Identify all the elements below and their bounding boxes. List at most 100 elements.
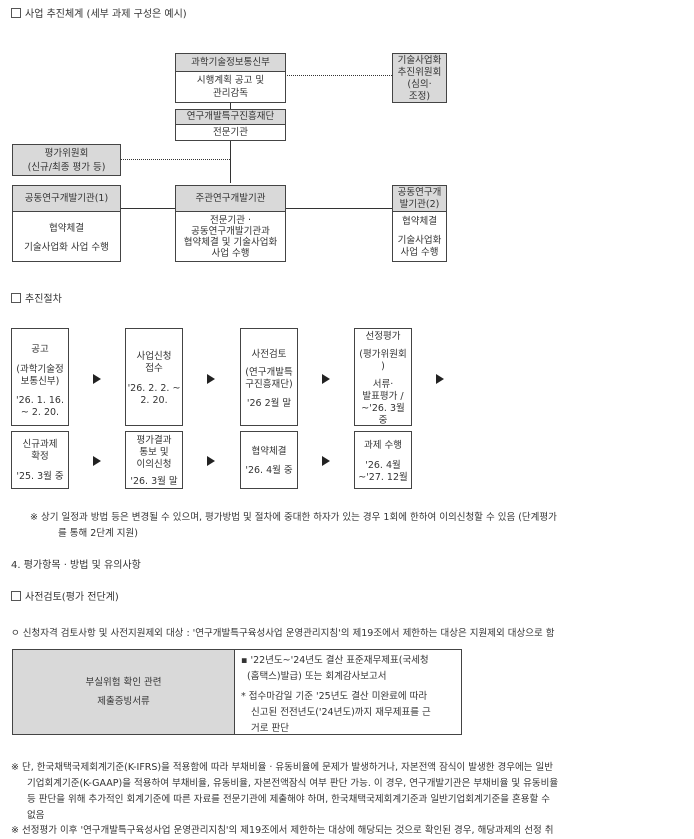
- tech-commercialization-committee-box: 기술사업화 추진위원회 (심의· 조정): [392, 53, 447, 103]
- arrow-right-icon: [93, 374, 101, 384]
- step4-line3: ): [381, 361, 385, 372]
- step4-line2: (평가위원회: [359, 349, 407, 360]
- step6-line3: 이의신청: [136, 459, 172, 470]
- step8-line1: 과제 수행: [364, 440, 402, 451]
- table-bullet2-line1: * 접수마감일 기준 '25년도 결산 미완료에 따라: [241, 691, 428, 702]
- step3-line2: (연구개발특: [245, 367, 293, 378]
- lead-line4: 사업 수행: [211, 248, 250, 259]
- arrow-right-icon: [93, 456, 101, 466]
- kifrs-note-line2: 기업회계기준(K-GAAP)을 적용하여 부채비율, 유동비율, 자본전액잠식 …: [27, 778, 559, 789]
- step5-line2: 확정: [31, 451, 49, 462]
- joint2-name-line2: 발기관(2): [399, 199, 440, 210]
- joint1-line2: 기술사업화 사업 수행: [24, 242, 109, 253]
- table-label-line1: 부실위험 확인 관련: [85, 677, 162, 688]
- evaluation-committee-box: 평가위원회 (신규/최종 평가 등): [12, 144, 121, 176]
- step6-line1: 평가결과: [136, 435, 172, 446]
- connector-lead-joint2: [286, 208, 393, 209]
- table-bullet1-line1: ▪ '22년도~'24년도 결산 표준재무제표(국세청: [241, 655, 429, 666]
- step7-line1: 협약체결: [251, 446, 287, 457]
- precheck-title-text: 사전검토(평가 전단계): [25, 592, 119, 603]
- step-agreement: 협약체결 '26. 4월 중: [240, 431, 298, 489]
- joint2-line3: 사업 수행: [400, 247, 439, 258]
- step-application: 사업신청 접수 '26. 2. 2. ~ 2. 20.: [125, 328, 183, 426]
- kifrs-note-line1: ※ 단, 한국채택국제회계기준(K-IFRS)을 적용함에 따라 부채비율 · …: [11, 762, 554, 773]
- msit-header: 과학기술정보통신부: [176, 54, 285, 72]
- step3-line4: '26 2월 말: [246, 398, 292, 409]
- committee-line4: 조정): [408, 91, 431, 102]
- step1-line3: 보통신부): [20, 376, 60, 387]
- agency-header: 연구개발특구진흥재단: [176, 110, 285, 125]
- eval-committee-line1: 평가위원회: [44, 148, 89, 159]
- step1-line1: 공고: [31, 344, 49, 355]
- step1-line2: (과학기술정: [16, 364, 64, 375]
- arrow-right-icon: [322, 374, 330, 384]
- evidence-table-label-cell: 부실위험 확인 관련 제출증빙서류: [13, 650, 235, 734]
- lead-line1: 전문기관 ·: [210, 215, 251, 226]
- connector-joint1-lead: [121, 208, 176, 209]
- step5-line1: 신규과제: [22, 439, 58, 450]
- arrow-right-icon: [207, 374, 215, 384]
- precheck-section-title: 사전검토(평가 전단계): [11, 588, 119, 603]
- connector-msit-committee: [285, 75, 392, 76]
- agency-box: 연구개발특구진흥재단 전문기관: [175, 109, 286, 141]
- structure-title-text: 사업 추진체계 (세부 과제 구성은 예시): [25, 9, 187, 20]
- lead-line3: 협약체결 및 기술사업화: [183, 237, 278, 248]
- evidence-table-content-cell: ▪ '22년도~'24년도 결산 표준재무제표(국세청 (홈택스)발급) 또는 …: [241, 653, 431, 737]
- joint2-line2: 기술사업화: [397, 235, 442, 246]
- joint2-line1: 협약체결: [402, 216, 437, 227]
- joint-institution-2-box: 공동연구개 발기관(2) 협약체결 기술사업화 사업 수행: [392, 185, 447, 262]
- kifrs-note: ※ 단, 한국채택국제회계기준(K-IFRS)을 적용함에 따라 부채비율 · …: [11, 760, 558, 824]
- step-project-execution: 과제 수행 '26. 4월 ~'27. 12월: [354, 431, 412, 489]
- step6-line2: 통보 및: [139, 447, 169, 458]
- connector-eval-committee: [121, 159, 230, 160]
- table-label-line2: 제출증빙서류: [97, 696, 150, 707]
- committee-line1: 기술사업화: [397, 55, 442, 66]
- table-bullet2-line3: 거로 판단: [251, 723, 289, 734]
- joint2-header: 공동연구개 발기관(2): [393, 186, 446, 212]
- step3-line1: 사전검토: [251, 349, 287, 360]
- lead-institution-box: 주관연구개발기관 전문기관 · 공동연구개발기관과 협약체결 및 기술사업화 사…: [175, 185, 286, 262]
- step2-line1: 사업신청: [136, 351, 172, 362]
- step-result-notice: 평가결과 통보 및 이의신청 '26. 3월 말: [125, 431, 183, 489]
- checkbox-square-icon: [11, 591, 21, 601]
- eval-committee-line2: (신규/최종 평가 등): [27, 162, 106, 173]
- arrow-right-icon: [207, 456, 215, 466]
- step1-line4: '26. 1. 16.: [16, 395, 64, 406]
- checkbox-square-icon: [11, 8, 21, 18]
- step5-line3: '25. 3월 중: [16, 471, 64, 482]
- agency-role: 전문기관: [213, 127, 248, 138]
- committee-line2: 추진위원회: [397, 67, 442, 78]
- procedure-note-line2: 를 통해 2단계 지원): [58, 528, 138, 539]
- step4-line5: 발표평가 /: [362, 391, 404, 402]
- evaluation-heading: 4. 평가항목 · 방법 및 유의사항: [11, 560, 141, 571]
- procedure-note: ※ 상기 일정과 방법 등은 변경될 수 있으며, 평가방법 및 절차에 중대한…: [30, 510, 557, 542]
- arrow-right-icon: [436, 374, 444, 384]
- step7-line2: '26. 4월 중: [245, 465, 293, 476]
- step8-line3: ~'27. 12월: [358, 472, 408, 483]
- step4-line4: 서류·: [372, 379, 394, 390]
- joint-institution-1-box: 공동연구개발기관(1) 협약체결 기술사업화 사업 수행: [12, 185, 121, 262]
- step4-line7: 중: [378, 415, 388, 426]
- step3-line3: 구진흥재단): [245, 379, 293, 390]
- evidence-table: 부실위험 확인 관련 제출증빙서류 ▪ '22년도~'24년도 결산 표준재무제…: [12, 649, 462, 735]
- step4-line1: 선정평가: [365, 331, 401, 342]
- table-bullet1-line2: (홈택스)발급) 또는 회계감사보고서: [247, 671, 387, 682]
- procedure-section-title: 추진절차: [11, 290, 62, 305]
- committee-line3: (심의·: [407, 79, 432, 90]
- kifrs-note-line4: 없음: [27, 810, 45, 821]
- msit-box: 과학기술정보통신부 시행계획 공고 및 관리감독: [175, 53, 286, 103]
- lead-header: 주관연구개발기관: [176, 186, 285, 212]
- procedure-title-text: 추진절차: [25, 294, 62, 305]
- connector-vertical-main: [230, 102, 231, 183]
- joint2-name-line1: 공동연구개: [397, 187, 442, 198]
- lead-line2: 공동연구개발기관과: [191, 226, 270, 237]
- step-selection-evaluation: 선정평가 (평가위원회 ) 서류· 발표평가 / ~'26. 3월 중: [354, 328, 412, 426]
- step-announcement: 공고 (과학기술정 보통신부) '26. 1. 16. ~ 2. 20.: [11, 328, 69, 426]
- arrow-right-icon: [322, 456, 330, 466]
- step-prereview: 사전검토 (연구개발특 구진흥재단) '26 2월 말: [240, 328, 298, 426]
- step2-line2: 접수: [145, 363, 163, 374]
- joint1-line1: 협약체결: [49, 223, 84, 234]
- step8-line2: '26. 4월: [365, 460, 401, 471]
- eligibility-line: ㅇ 신청자격 검토사항 및 사전지원제외 대상 : '연구개발특구육성사업 운영…: [11, 628, 555, 639]
- procedure-note-line1: ※ 상기 일정과 방법 등은 변경될 수 있으며, 평가방법 및 절차에 중대한…: [30, 512, 557, 523]
